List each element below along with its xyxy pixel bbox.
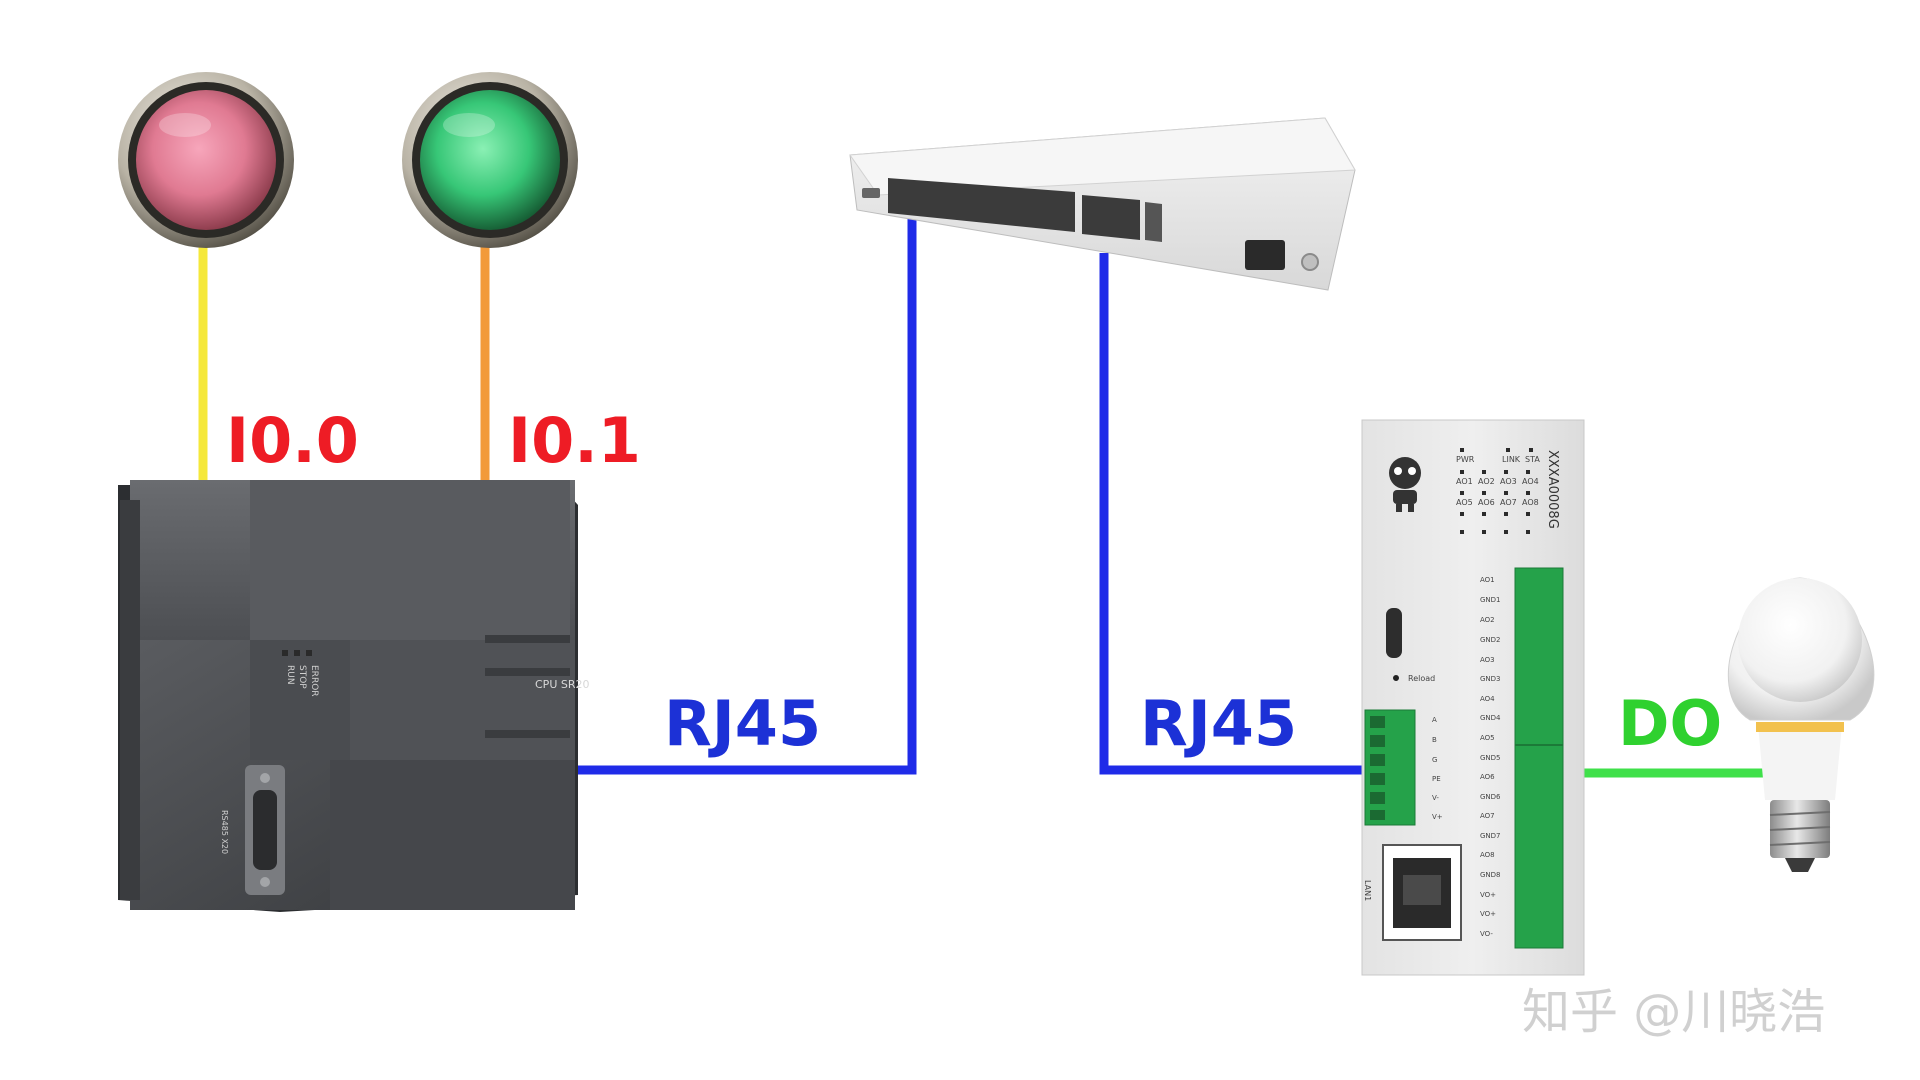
usb-c-port [1386, 608, 1402, 658]
module-model-label: XXXA0008G [1545, 450, 1560, 529]
terminal-label-ao1: AO1 [1480, 576, 1495, 584]
led-label-ao7: AO7 [1500, 498, 1517, 507]
red-indicator-light [118, 72, 294, 248]
terminal-label-ao5: AO5 [1480, 734, 1495, 742]
terminal-label-gnd7: GND7 [1480, 832, 1501, 840]
terminal-label-gnd5: GND5 [1480, 754, 1501, 762]
terminal-label-pe: PE [1432, 775, 1441, 783]
rs485-port: RS485 X20 [220, 765, 285, 895]
terminal-label-ao6: AO6 [1480, 773, 1495, 781]
terminal-label-ao2: AO2 [1480, 616, 1495, 624]
terminal-label-gnd8: GND8 [1480, 871, 1501, 879]
terminal-label-b: B [1432, 736, 1437, 744]
plc-io-leds [485, 635, 570, 738]
power-inlet [1245, 240, 1285, 270]
light-bulb [1727, 577, 1875, 872]
label-do: DO [1618, 687, 1722, 760]
left-terminal-labels: A B G PE V- V+ [1432, 716, 1443, 821]
terminal-label-gnd2: GND2 [1480, 636, 1501, 644]
terminal-label-gnd6: GND6 [1480, 793, 1501, 801]
module-led-labels: PWR LINK STA AO1 AO2 AO3 AO4 AO5 AO6 AO7… [1456, 455, 1540, 507]
io-module: PWR LINK STA AO1 AO2 AO3 AO4 AO5 AO6 AO7… [1361, 419, 1585, 976]
terminal-label-a: A [1432, 716, 1437, 724]
plc-cpu: RUN STOP ERROR CPU SR20 RS485 X20 [118, 480, 589, 912]
right-terminal-block [1514, 567, 1564, 949]
terminal-label-v-minus: V- [1432, 794, 1439, 802]
grounding-screw [1301, 253, 1319, 271]
plc-led-stop: STOP [297, 665, 307, 689]
console-port [862, 188, 880, 198]
label-i0-1: I0.1 [508, 404, 641, 477]
label-rj45-module: RJ45 [1140, 687, 1297, 760]
watermark: 知乎 @川晓浩 [1522, 984, 1825, 1040]
plc-model-label: CPU SR20 [535, 678, 589, 691]
led-label-ao1: AO1 [1456, 477, 1473, 486]
terminal-label-ao7: AO7 [1480, 812, 1495, 820]
module-leds [1460, 448, 1533, 534]
green-indicator-light [402, 72, 578, 248]
terminal-label-gnd4: GND4 [1480, 714, 1501, 722]
led-label-link: LINK [1502, 455, 1521, 464]
ethernet-switch [849, 117, 1356, 291]
led-label-ao2: AO2 [1478, 477, 1495, 486]
led-label-ao3: AO3 [1500, 477, 1517, 486]
led-label-pwr: PWR [1456, 455, 1475, 464]
terminal-label-gnd3: GND3 [1480, 675, 1501, 683]
plc-status-leds: RUN STOP ERROR [282, 650, 319, 697]
wire-blue-plc-to-switch [578, 208, 917, 775]
led-label-sta: STA [1525, 455, 1540, 464]
terminal-label-ao3: AO3 [1480, 656, 1495, 664]
reload-button [1393, 675, 1399, 681]
wire-blue-switch-to-module [1099, 253, 1365, 775]
robot-logo-icon [1389, 457, 1421, 512]
terminal-label-gnd1: GND1 [1480, 596, 1501, 604]
terminal-label-vo-minus: VO- [1480, 930, 1493, 938]
terminal-label-ao4: AO4 [1480, 695, 1495, 703]
terminal-label-v-plus: V+ [1432, 813, 1443, 821]
terminal-label-vo-plus-2: VO+ [1480, 910, 1496, 918]
plc-led-error: ERROR [309, 665, 319, 697]
terminal-label-ao8: AO8 [1480, 851, 1495, 859]
led-label-ao4: AO4 [1522, 477, 1539, 486]
led-label-ao5: AO5 [1456, 498, 1473, 507]
right-terminal-labels: AO1 GND1 AO2 GND2 AO3 GND3 AO4 GND4 AO5 … [1480, 576, 1501, 938]
reload-label: Reload [1408, 674, 1435, 683]
terminal-label-vo-plus-1: VO+ [1480, 891, 1496, 899]
lan-port: LAN1 [1363, 844, 1462, 941]
left-terminal-block [1364, 709, 1416, 826]
plc-led-run: RUN [285, 665, 295, 685]
label-i0-0: I0.0 [226, 404, 359, 477]
label-rj45-plc: RJ45 [664, 687, 821, 760]
led-label-ao8: AO8 [1522, 498, 1539, 507]
rs485-port-label: RS485 X20 [220, 810, 229, 854]
led-label-ao6: AO6 [1478, 498, 1495, 507]
terminal-label-g: G [1432, 756, 1437, 764]
switch-ports [888, 178, 1162, 242]
lan-port-label: LAN1 [1363, 880, 1372, 901]
